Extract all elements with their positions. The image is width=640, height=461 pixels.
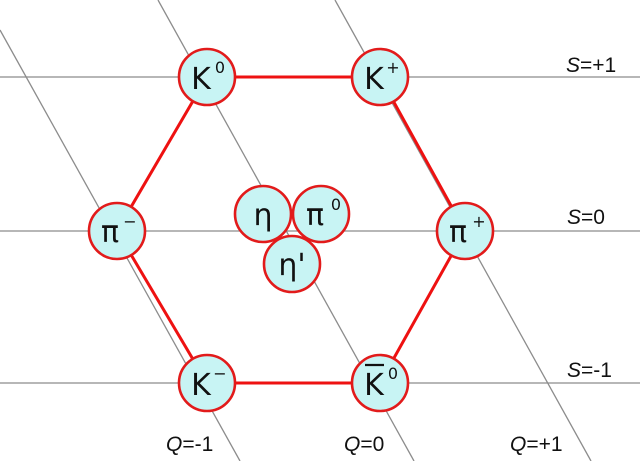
particle-superscript: −	[213, 364, 226, 383]
particle-superscript: +	[472, 212, 485, 231]
particle-pion-minus: π −	[87, 201, 147, 261]
hexagon-edge-upper-left	[115, 75, 209, 233]
charge-label-plus1: Q=+1	[510, 433, 563, 456]
particle-circle	[87, 201, 147, 261]
particle-superscript: 0	[331, 195, 341, 214]
particle-circle	[262, 234, 322, 294]
particle-circle	[350, 353, 410, 413]
particle-eta-prime: η'	[262, 234, 322, 294]
particle-circle	[177, 47, 237, 107]
particle-anti-kaon-zero: K 0	[350, 353, 410, 413]
particle-symbol: K	[191, 62, 212, 97]
strangeness-label-0: S=0	[567, 206, 605, 229]
particle-circle	[350, 47, 410, 107]
particle-eta: η	[233, 184, 293, 244]
particle-symbol: K	[364, 62, 385, 97]
particle-pion-plus: π +	[435, 201, 495, 261]
particle-symbol: η'	[278, 248, 305, 283]
particle-circle	[435, 201, 495, 261]
particle-symbol: K	[364, 368, 385, 403]
particle-symbol: π	[101, 215, 119, 250]
particle-circle	[233, 184, 293, 244]
strangeness-label-plus1: S=+1	[566, 54, 616, 77]
particle-pion-zero: π 0	[291, 184, 351, 244]
particle-symbol: π	[449, 215, 467, 250]
hexagon-edge-lower-left	[115, 229, 209, 385]
particle-symbol: η	[253, 198, 272, 233]
particle-superscript: 0	[388, 364, 398, 383]
particle-superscript: 0	[215, 58, 225, 77]
particle-symbol: π	[306, 198, 324, 233]
strangeness-label-minus1: S=-1	[567, 359, 612, 382]
particle-kaon-minus: K −	[177, 353, 237, 413]
particle-circle	[291, 184, 351, 244]
particle-symbol: K	[191, 368, 212, 403]
particle-kaon-plus: K +	[350, 47, 410, 107]
charge-label-0: Q=0	[344, 433, 384, 456]
particle-circle	[177, 353, 237, 413]
particle-superscript: +	[386, 58, 399, 77]
particle-kaon-zero: K 0	[177, 47, 237, 107]
hexagon-edge-upper-right	[378, 75, 467, 233]
charge-label-minus1: Q=-1	[166, 433, 213, 456]
particle-superscript: −	[123, 212, 136, 231]
